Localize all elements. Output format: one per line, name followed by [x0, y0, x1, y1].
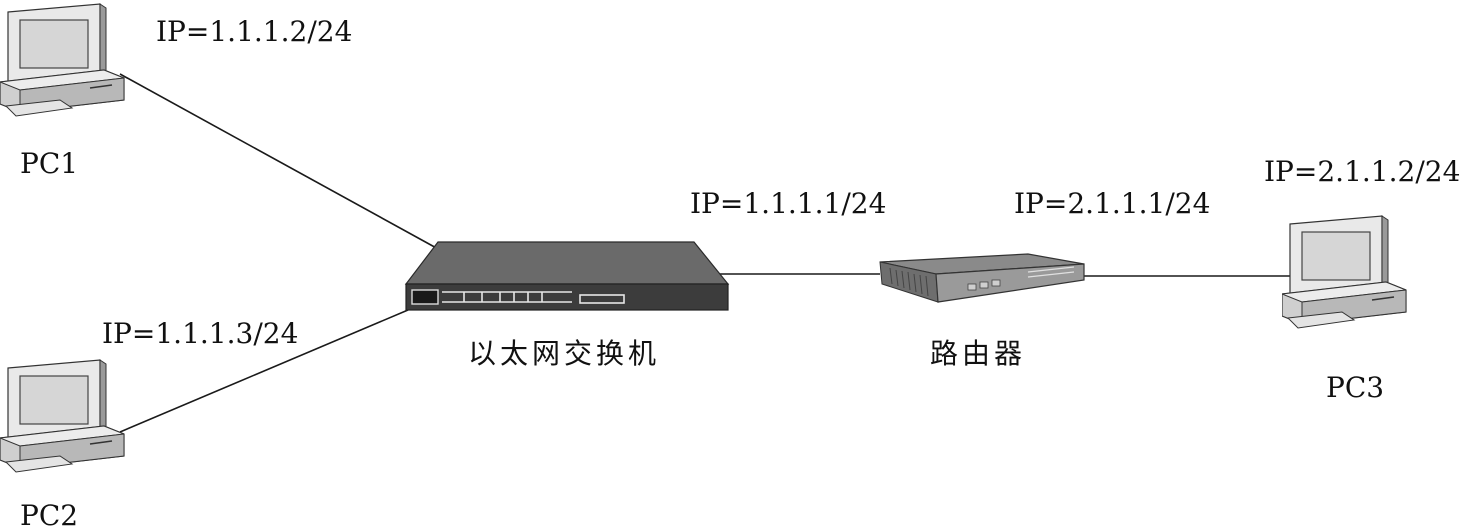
pc1-computer-icon	[0, 3, 125, 117]
pc1-ip-label: IP=1.1.1.2/24	[156, 15, 353, 48]
pc3-computer-icon	[1282, 215, 1407, 329]
pc3-ip-label: IP=2.1.1.2/24	[1264, 155, 1461, 188]
router-name-label: 路由器	[930, 337, 1027, 370]
switch-name-label: 以太网交换机	[468, 337, 661, 370]
pc2-computer-icon	[0, 359, 125, 473]
router-ip-label: IP=2.1.1.1/24	[1014, 187, 1211, 220]
pc1-name-label: PC1	[20, 147, 79, 180]
pc2-name-label: PC2	[20, 499, 79, 528]
ethernet-switch-icon	[404, 241, 730, 311]
pc3-name-label: PC3	[1326, 371, 1385, 404]
router-icon	[879, 253, 1085, 303]
link-pc1-switch	[119, 73, 441, 251]
link-pc2-switch	[119, 309, 409, 433]
pc2-ip-label: IP=1.1.1.3/24	[102, 317, 299, 350]
switch-ip-label: IP=1.1.1.1/24	[690, 187, 887, 220]
